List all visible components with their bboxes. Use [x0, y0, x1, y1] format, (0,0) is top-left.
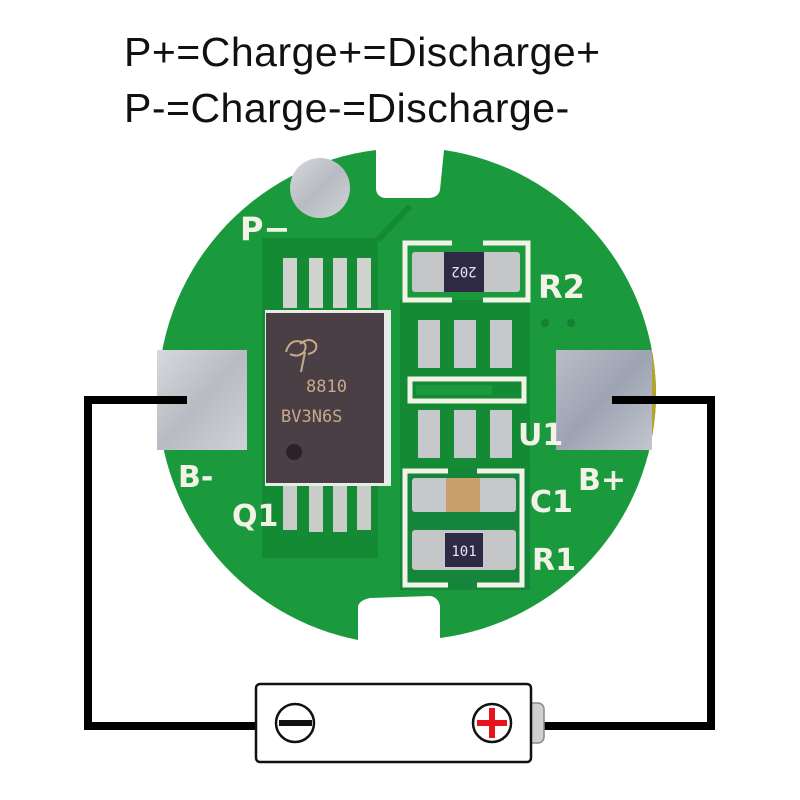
label-c1: C1 [530, 485, 573, 520]
wires [84, 396, 715, 730]
mosfet-q1: 8810 BV3N6S [265, 258, 391, 532]
battery-body [254, 682, 533, 764]
resistor-r2: 202 [402, 240, 531, 303]
mosfet-marking-2: BV3N6S [281, 407, 342, 427]
ic-u1 [407, 320, 527, 458]
p-minus-pad [290, 158, 350, 218]
label-u1: U1 [518, 418, 563, 453]
label-r2: R2 [538, 268, 585, 306]
minus-icon [274, 702, 316, 744]
label-b-minus: B- [178, 460, 213, 495]
r2-code: 202 [451, 263, 476, 279]
wire-negative [84, 396, 258, 730]
label-b-plus: B+ [578, 463, 626, 498]
wire-positive [540, 396, 715, 730]
label-p-minus: P− [240, 210, 290, 248]
equation-p-plus: P+=Charge+=Discharge+ [124, 29, 601, 75]
resistor-r1: 101 [402, 520, 525, 588]
plus-icon [471, 702, 513, 744]
battery [254, 682, 545, 764]
capacitor-c1 [402, 468, 525, 520]
mosfet-marking-1: 8810 [306, 377, 347, 397]
label-q1: Q1 [232, 499, 278, 534]
r1-code: 101 [451, 544, 476, 560]
equation-p-minus: P-=Charge-=Discharge- [124, 85, 570, 131]
label-r1: R1 [532, 543, 576, 578]
